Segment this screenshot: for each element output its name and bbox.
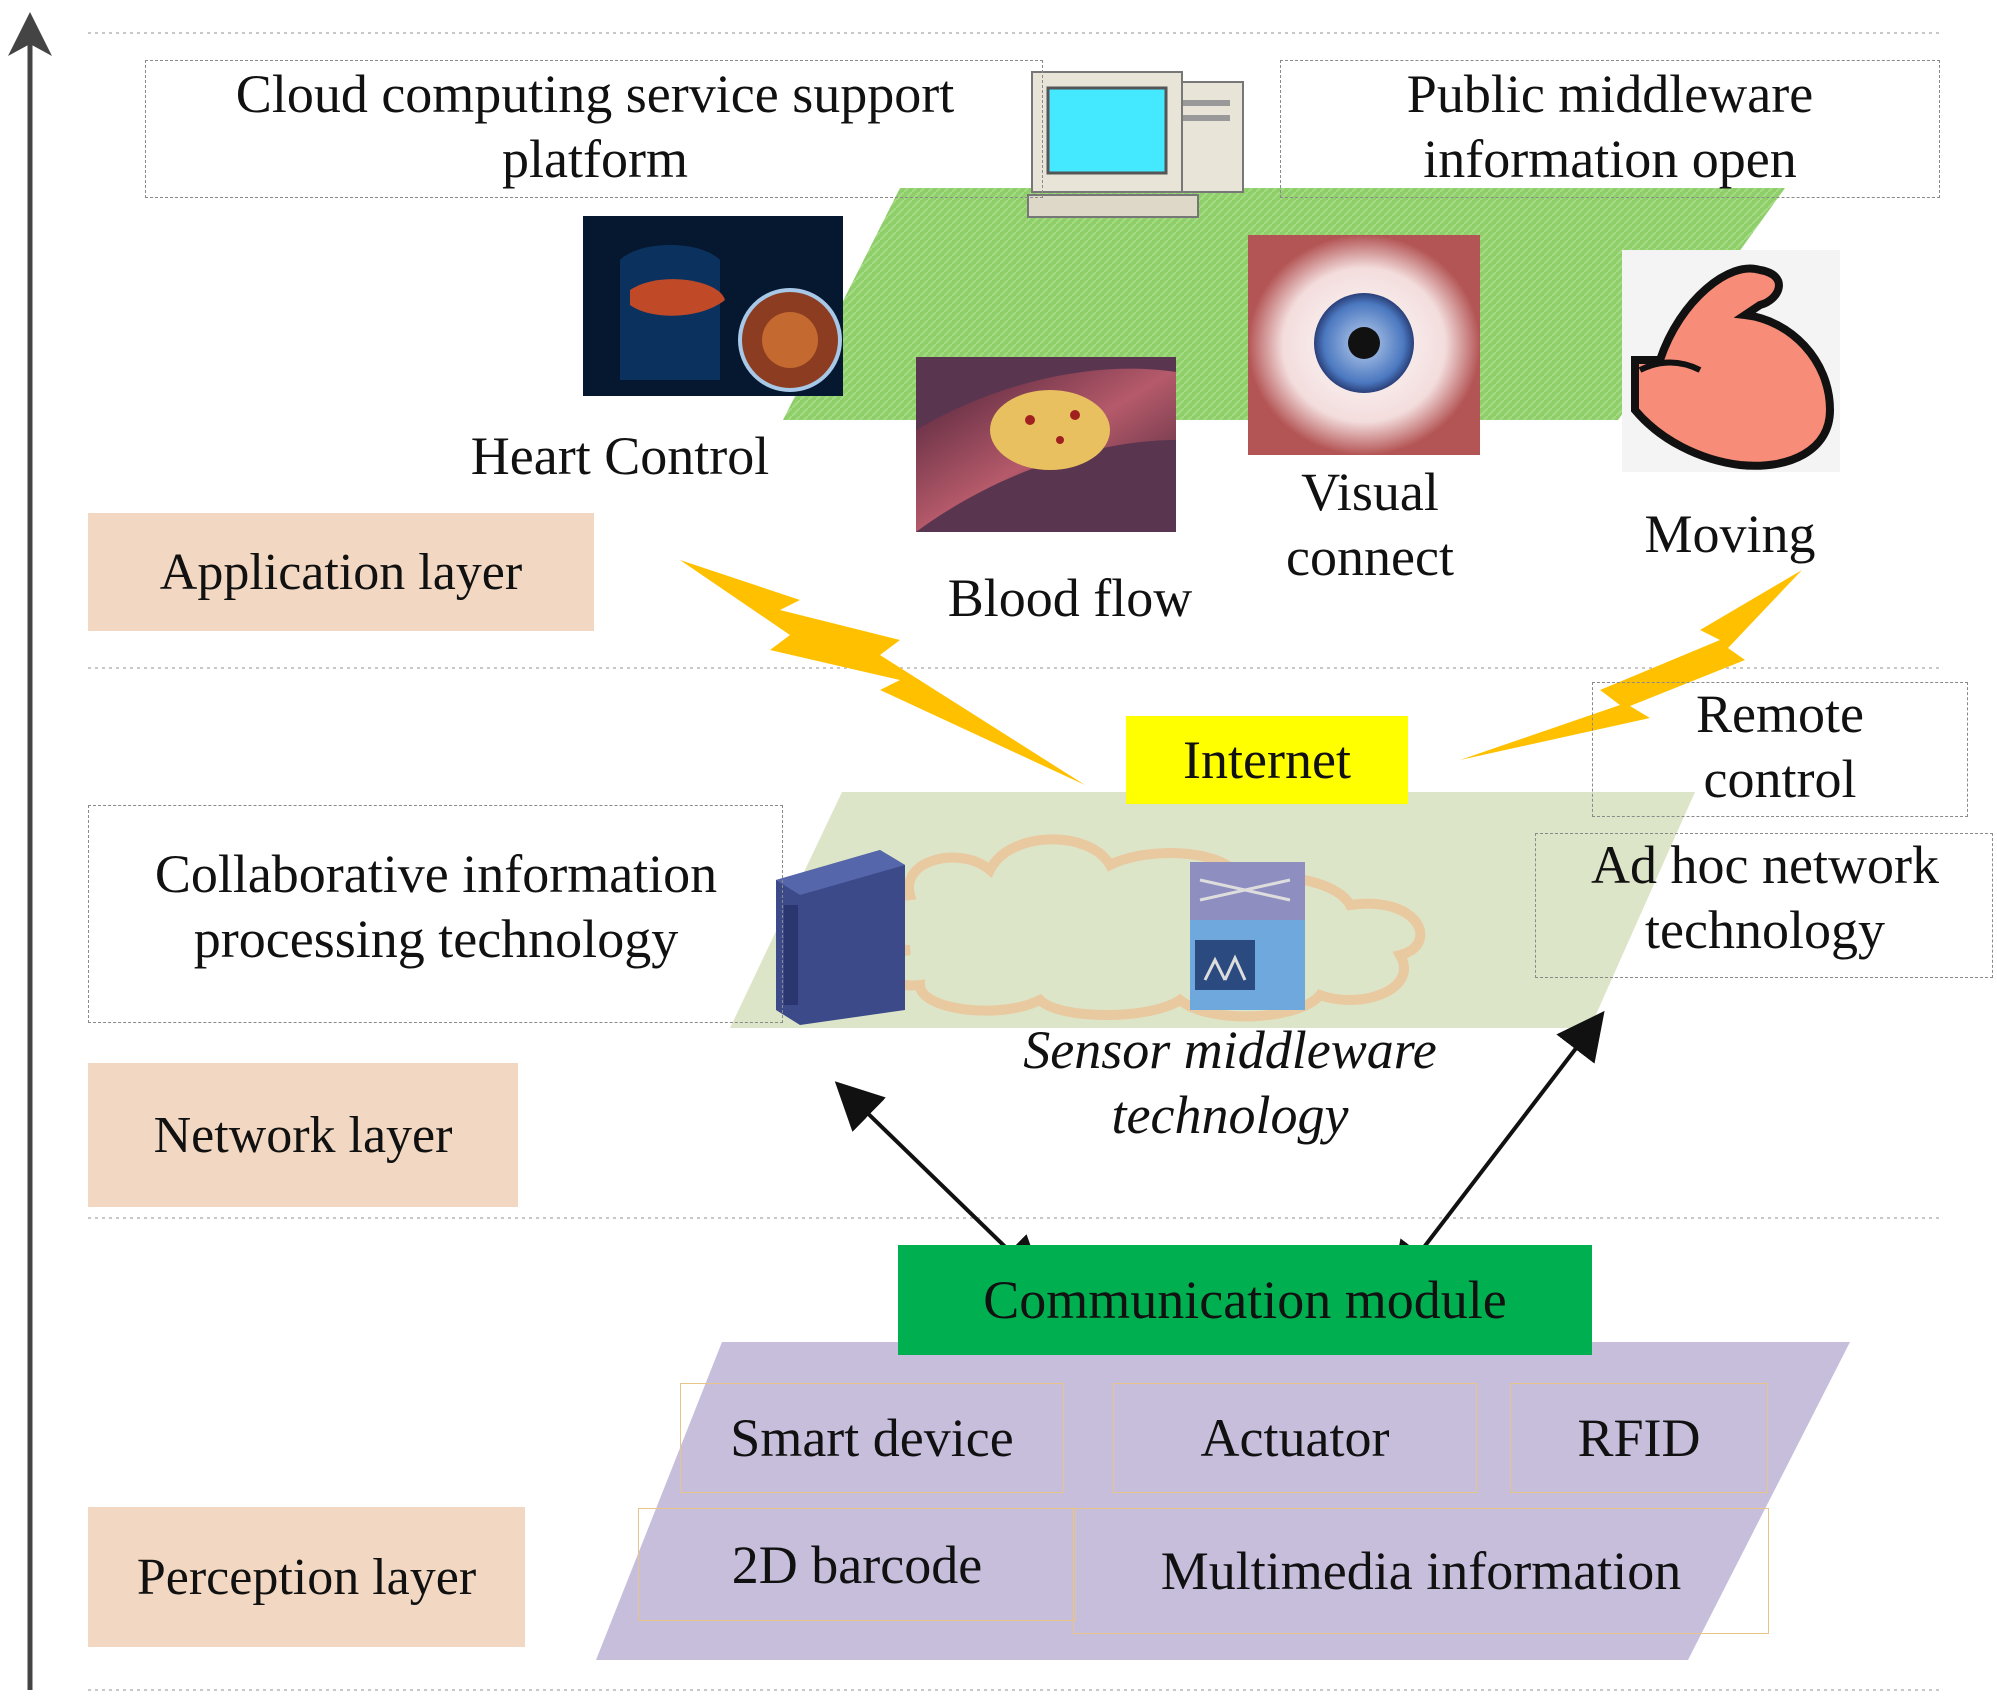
internet-label: Internet (1126, 716, 1408, 804)
blood-flow-label: Blood flow (947, 568, 1193, 628)
vertical-axis-arrowhead (8, 12, 52, 56)
communication-module-label: Communication module (898, 1245, 1592, 1355)
public-middleware-box (1280, 60, 1940, 198)
multimedia-box (1073, 1508, 1769, 1634)
collaborative-label: Collaborative information processing tec… (154, 844, 718, 969)
public-middleware-label: Public middleware information open (1406, 64, 1814, 189)
smart-device-box (680, 1383, 1064, 1493)
ad-hoc-box (1535, 833, 1993, 978)
remote-control-box (1592, 682, 1968, 817)
cloud-platform-box (145, 60, 1043, 198)
cloud-platform-label: Cloud computing service support platform (235, 64, 955, 189)
barcode-box (638, 1508, 1076, 1621)
arrow-right-icon (1390, 1010, 1605, 1292)
server-icon (776, 850, 905, 1025)
smart-device-label: Smart device (730, 1408, 1014, 1468)
switch-icon (1190, 862, 1305, 1010)
muscle-icon (1622, 250, 1840, 472)
liver-xray-image (583, 216, 843, 396)
arrow-left-icon (834, 1081, 1045, 1285)
moving-label: Moving (1644, 504, 1816, 564)
eye-image (1248, 235, 1480, 455)
heart-control-label: Heart Control (470, 426, 770, 486)
lightning-left-icon (680, 560, 1085, 785)
actuator-box (1113, 1383, 1477, 1493)
rfid-label: RFID (1577, 1408, 1701, 1468)
collaborative-box (88, 805, 783, 1023)
sensor-middleware-label: Sensor middleware technology (1023, 1020, 1437, 1145)
rfid-box (1510, 1383, 1768, 1493)
computer-icon (1027, 71, 1244, 218)
perception-plane (596, 1342, 1850, 1660)
barcode-label: 2D barcode (731, 1534, 983, 1595)
application-layer-label: Application layer (88, 513, 594, 631)
visual-connect-label: Visual connect (1286, 462, 1454, 587)
ad-hoc-label: Ad hoc network technology (1591, 835, 1939, 960)
perception-layer-label: Perception layer (88, 1507, 525, 1647)
artery-image (916, 357, 1176, 532)
lightning-right-icon (1460, 570, 1802, 760)
remote-control-label: Remote control (1696, 684, 1864, 809)
network-layer-label: Network layer (88, 1063, 518, 1207)
actuator-label: Actuator (1200, 1408, 1390, 1468)
cloud-shape (867, 834, 1426, 1022)
multimedia-label: Multimedia information (1160, 1541, 1682, 1601)
